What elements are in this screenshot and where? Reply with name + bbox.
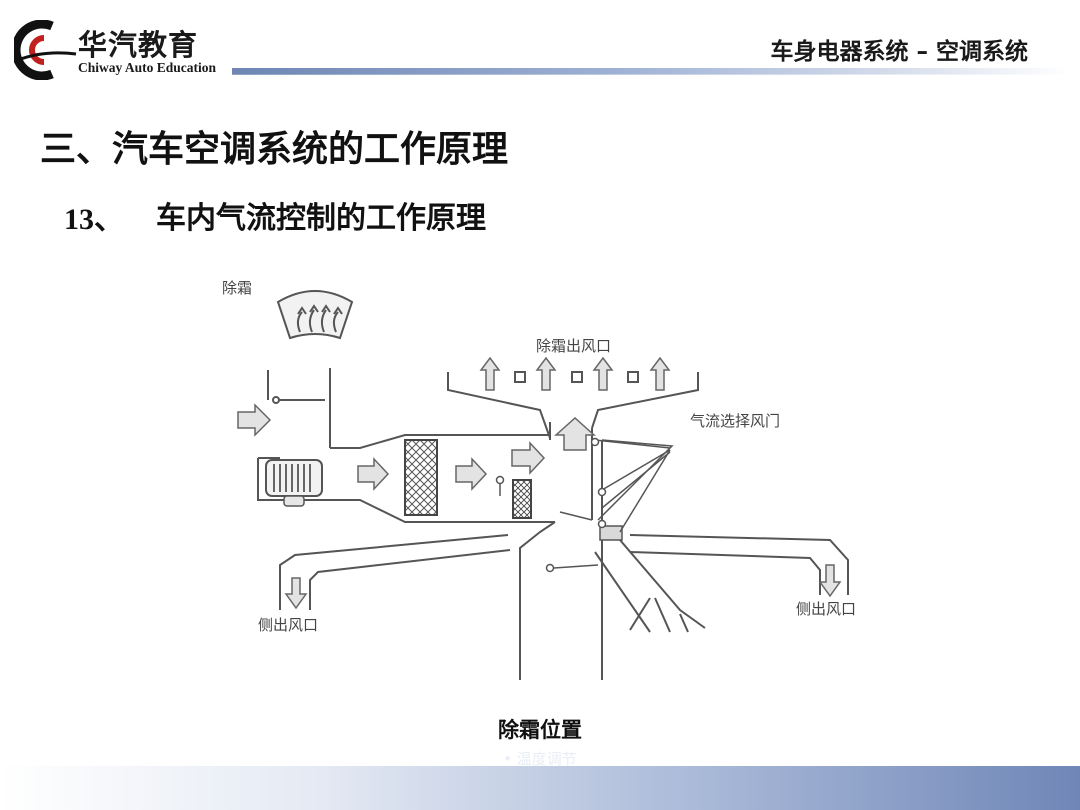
logo-english-name: Chiway Auto Education	[78, 60, 217, 75]
logo-chinese-name: 华汽教育	[78, 28, 199, 62]
label-side-outlet-left: 侧出风口	[258, 616, 318, 634]
arrow-down-icon	[818, 564, 842, 598]
arrow-up-icon	[649, 356, 671, 391]
evaporator-core-icon	[404, 439, 438, 516]
brand-logo	[11, 19, 234, 81]
label-defrost: 除霜	[222, 279, 252, 297]
arrow-up-icon	[479, 356, 501, 391]
label-airflow-door: 气流选择风门	[690, 412, 780, 430]
label-defrost-outlet: 除霜出风口	[536, 337, 611, 355]
label-side-outlet-right: 侧出风口	[796, 600, 856, 618]
airflow-diagram-svg: 除霜 除霜出风口 气流选择风门 侧出风口 侧出风口	[222, 279, 856, 680]
arrow-right-icon	[455, 457, 488, 491]
arrow-up-icon	[592, 356, 614, 391]
section-title: 车内气流控制的工作原理	[156, 201, 486, 236]
arrow-up-icon	[535, 356, 557, 391]
header-divider	[232, 68, 1070, 74]
blower-fan-icon	[265, 459, 323, 507]
footer-text: • 温度调节	[503, 750, 577, 768]
header-title: 车身电器系统 – 空调系统	[770, 39, 1028, 65]
header-divider-thin	[232, 74, 1070, 75]
diagram-caption: 除霜位置	[498, 718, 582, 742]
section-number: 13、	[64, 203, 124, 236]
logo-mark-icon	[11, 19, 77, 81]
page-title: 三、汽车空调系统的工作原理	[40, 129, 509, 170]
arrow-right-icon	[237, 403, 272, 437]
arrow-right-icon	[357, 457, 390, 491]
heater-core-icon	[512, 479, 532, 519]
airflow-diagram: 除霜 除霜出风口 气流选择风门 侧出风口 侧出风口	[200, 260, 900, 710]
footer-band	[0, 766, 1080, 810]
arrow-up-icon	[554, 416, 596, 451]
arrow-right-icon	[511, 441, 546, 475]
arrow-down-icon	[284, 577, 308, 610]
